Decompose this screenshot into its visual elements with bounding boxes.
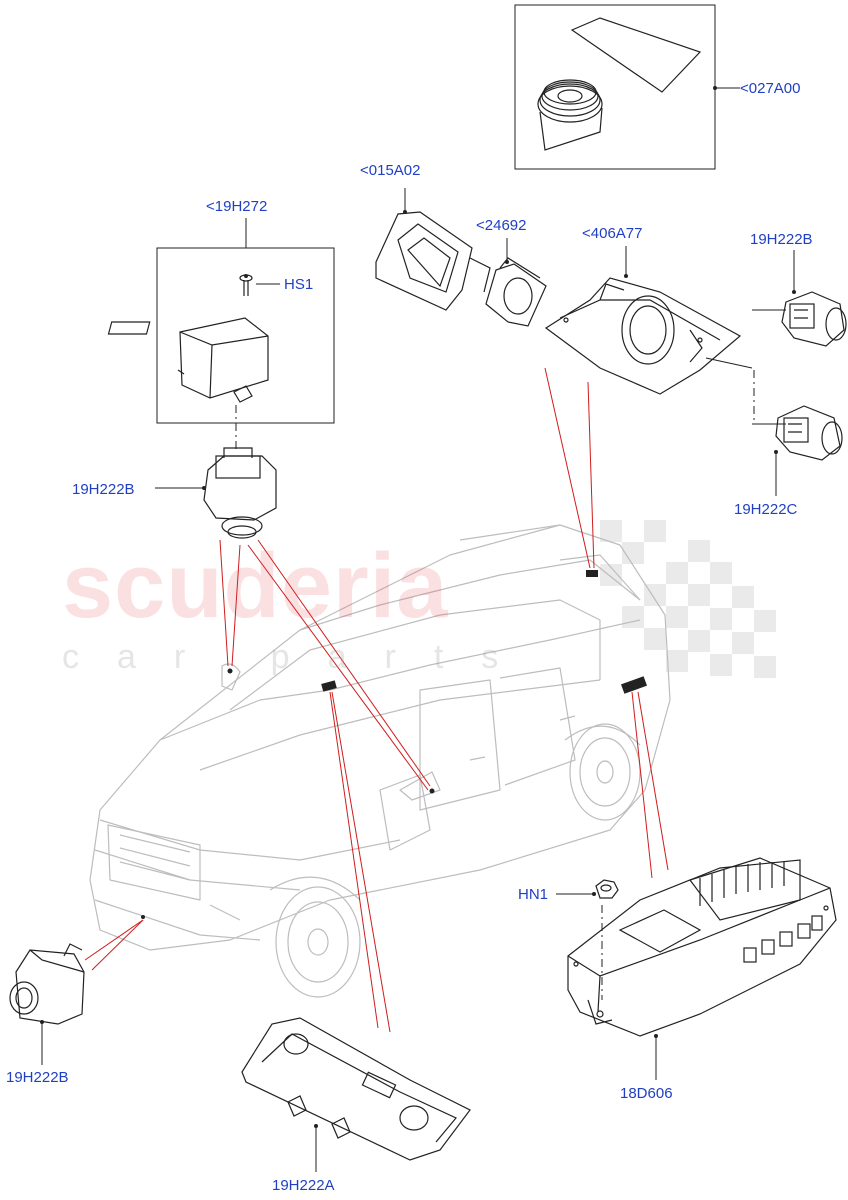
bracket-icon: [375, 211, 491, 311]
tape-kit-box: [514, 4, 716, 170]
module-icon: [567, 857, 837, 1037]
cover-kit-box: [156, 247, 335, 424]
callout-dots: [40, 86, 796, 1128]
camera-top-right-icon: [781, 291, 847, 347]
callout-lines: [41, 87, 795, 1172]
label-module[interactable]: 18D606: [620, 1085, 673, 1102]
label-camera-top-right[interactable]: 19H222B: [750, 231, 813, 248]
vehicle-mounted-markers: [141, 570, 647, 919]
screw-icon: [239, 274, 253, 296]
label-nut[interactable]: HN1: [518, 886, 549, 903]
checkered-flag-watermark: [600, 520, 776, 678]
label-retainer[interactable]: <24692: [476, 217, 527, 234]
label-camera-tailgate[interactable]: 19H222A: [272, 1177, 335, 1194]
nut-icon: [595, 879, 619, 899]
retainer-icon: [485, 257, 547, 327]
camera-left-mirror-icon: [203, 447, 277, 539]
vehicle-outline: [89, 524, 671, 998]
camera-right-lower-icon: [775, 405, 843, 461]
watermark-sub: car parts: [62, 638, 537, 676]
label-camera-front[interactable]: 19H222B: [6, 1069, 69, 1086]
label-camera-left-mirror[interactable]: 19H222B: [72, 481, 135, 498]
label-screw[interactable]: HS1: [284, 276, 314, 293]
camera-cover-icon: [107, 317, 269, 403]
tape-roll-icon: [537, 17, 702, 151]
camera-front-icon: [9, 943, 85, 1025]
label-tape-kit[interactable]: <027A00: [740, 80, 801, 97]
label-camera-housing[interactable]: <406A77: [582, 225, 643, 242]
camera-housing-icon: [544, 277, 742, 395]
label-bracket[interactable]: <015A02: [360, 162, 421, 179]
label-camera-right-lower[interactable]: 19H222C: [734, 501, 798, 518]
watermark-brand: scuderia: [62, 535, 449, 637]
label-cover-kit[interactable]: <19H272: [206, 198, 268, 215]
leader-lines: [84, 367, 669, 1033]
tailgate-camera-icon: [241, 1017, 471, 1161]
